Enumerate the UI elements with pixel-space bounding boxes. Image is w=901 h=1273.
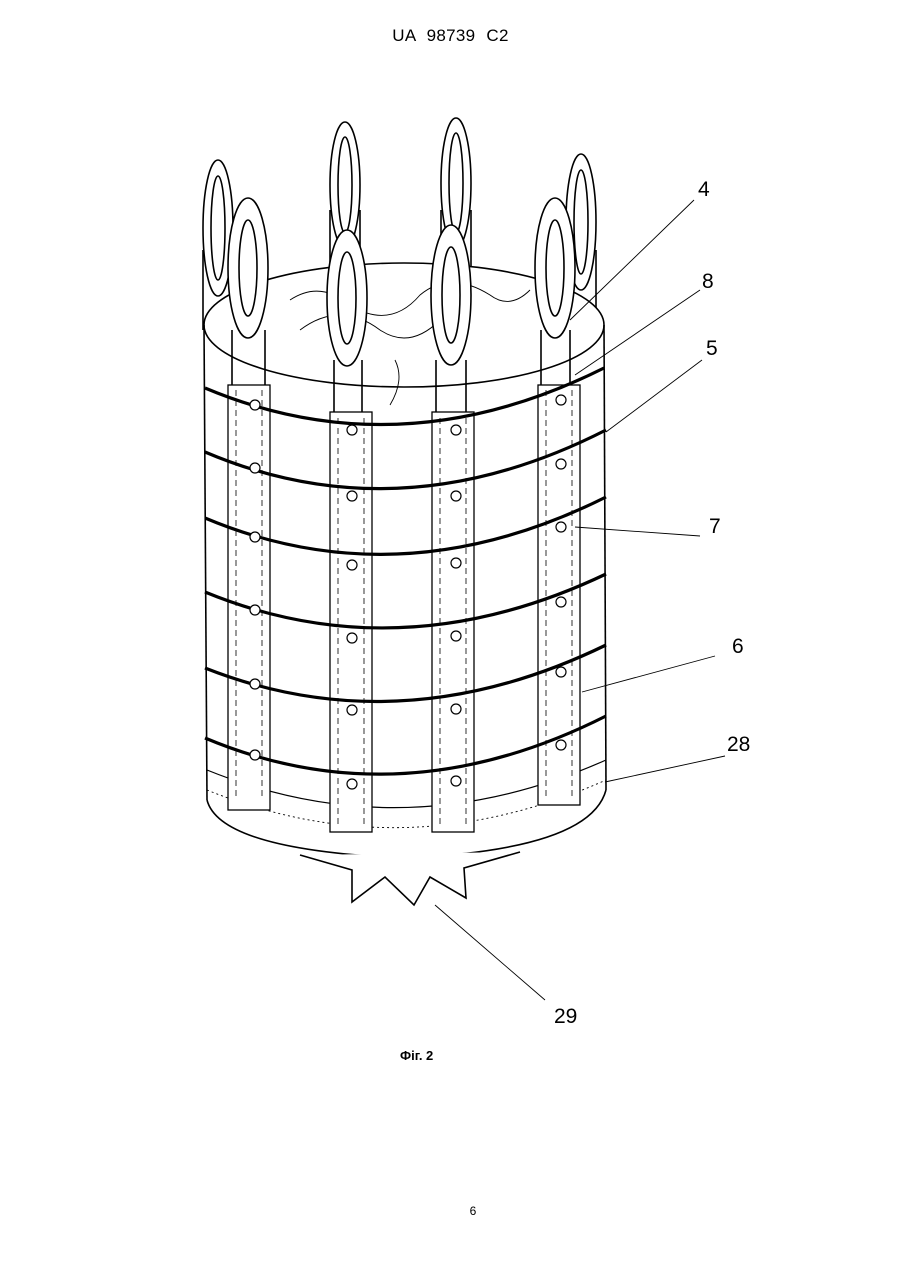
vertical-straps — [228, 385, 580, 832]
page-number: 6 — [0, 1204, 901, 1218]
discharge-spout — [300, 852, 520, 905]
ref-label-28: 28 — [727, 733, 750, 757]
ref-label-8: 8 — [702, 270, 714, 294]
ref-label-6: 6 — [732, 635, 744, 659]
ref-label-4: 4 — [698, 178, 710, 202]
ref-label-7: 7 — [709, 515, 721, 539]
bag-right-edge — [604, 325, 606, 790]
ref-label-29: 29 — [554, 1005, 577, 1029]
bag-left-edge — [204, 325, 207, 800]
strap-clips — [250, 395, 566, 789]
ref-label-5: 5 — [706, 337, 718, 361]
figure-caption: Фіг. 2 — [400, 1048, 433, 1063]
